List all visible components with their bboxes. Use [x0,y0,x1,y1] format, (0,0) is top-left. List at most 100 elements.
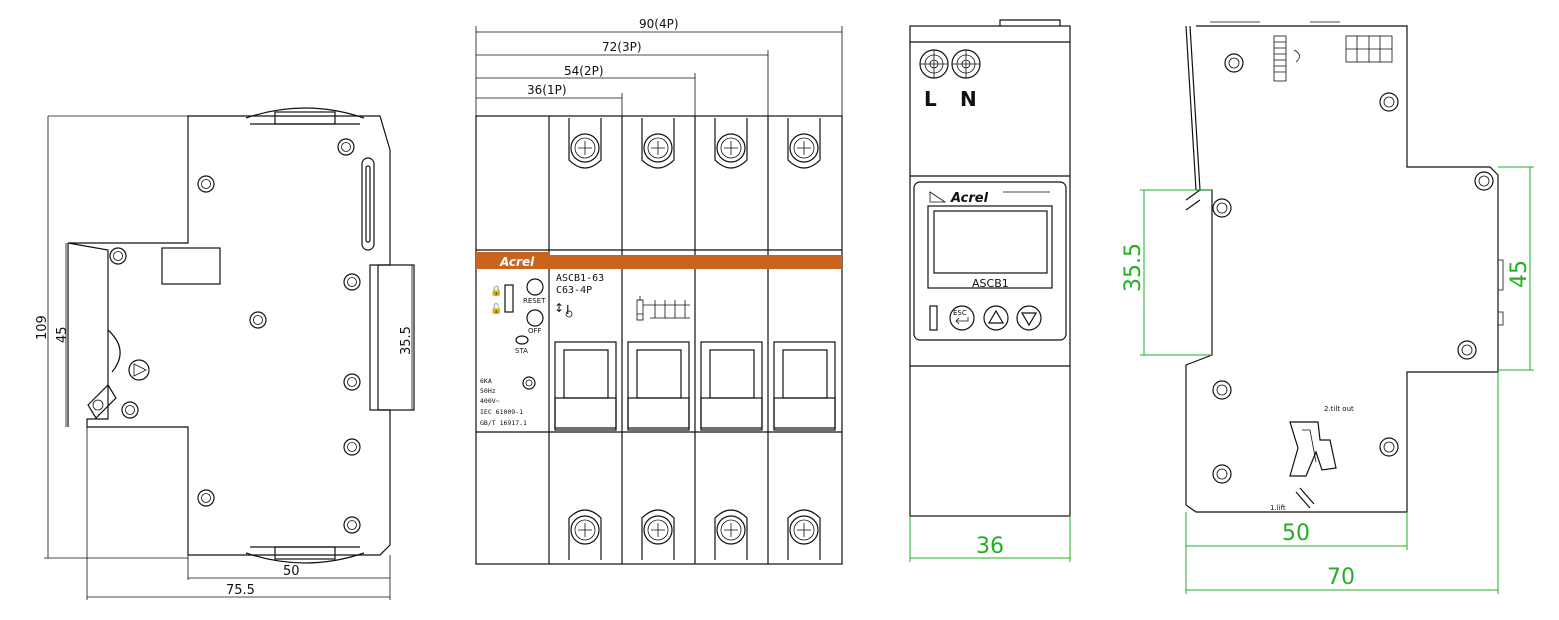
side-dim-50-label: 50 [283,564,300,579]
front-handles [554,341,836,431]
module-dim-36 [909,516,1071,562]
side-holes [109,138,361,534]
module-brand-logo: Acrel [950,191,989,206]
back-dim-35-5-label: 35.5 [1121,243,1146,292]
back-side-notches [1498,259,1504,326]
cert-mark [522,376,536,390]
back-strip-mark [1273,35,1300,82]
module-dividers [910,41,1070,367]
back-view: 2.tilt out 1.lift 35.5 45 50 70 [1121,21,1534,594]
front-body [475,115,843,565]
front-dim-3p [476,50,769,116]
back-dim-35-5 [1140,189,1212,356]
tilt-out-label: 2.tilt out [1324,405,1354,413]
side-dim-109-label: 109 [35,315,50,340]
front-orange-stripe [549,255,842,269]
spec-line: IEC 61009-1 [480,408,523,416]
side-dim-50 [187,555,391,600]
front-pole-dividers [548,116,769,564]
side-dim-75-5-label: 75.5 [226,583,255,598]
module-dim-36-label: 36 [976,534,1004,559]
screwdriver-icon [1295,487,1315,509]
terminal-l-label: L [924,87,937,111]
front-view: Acrel ASCB1-63 C63-4P ↕ I 🔒 🔓 RESET [475,17,843,565]
svg-text:↕: ↕ [554,301,564,315]
side-slot-inner [365,165,371,243]
side-rect [161,247,221,285]
spec-line: 50Hz [480,387,496,395]
side-dim-109 [44,115,188,559]
front-dim-2p-label: 54(2P) [564,64,604,78]
down-triangle-icon [1020,312,1038,327]
side-top-latch [274,111,336,125]
terminal-n-screw [951,49,981,79]
back-dim-50 [1185,512,1408,594]
spec-line: GB/T 16917.1 [480,419,527,427]
module-led-slot [929,305,938,331]
back-dim-45 [1498,166,1534,371]
back-hook [1185,189,1201,211]
up-button [983,305,1009,331]
module-screen-label: ASCB1 [972,277,1009,290]
front-dim-2p [476,73,696,116]
side-rail-clip [369,264,415,411]
front-dim-3p-label: 72(3P) [602,40,642,54]
lock-icon: 🔒 [490,285,502,297]
reset-button [526,278,544,296]
front-bottom-terminals [568,509,821,560]
side-view: 109 45 35.5 50 75.5 [35,107,415,600]
back-label-block [1345,35,1393,63]
side-bottom-latch [274,546,336,560]
back-release-clip [1289,421,1337,477]
back-body-outline [1185,25,1499,513]
side-dim-45-label: 45 [55,326,70,343]
module-panel [913,181,1067,341]
spec-line: 6KA [480,377,492,385]
svg-text:I: I [566,303,570,317]
front-model-line2: C63-4P [556,285,592,296]
front-test-slot [504,284,514,313]
side-lever [87,384,117,419]
reset-label: RESET [523,297,546,305]
enter-icon [955,317,969,325]
back-dim-70 [1186,372,1499,594]
front-dim-1p [476,93,623,116]
front-dim-4p [475,26,843,116]
sta-indicator [515,335,529,345]
side-dim-75-5 [86,427,390,600]
up-triangle-icon [987,309,1005,324]
side-dim-35-5-label: 35.5 [399,326,414,355]
esc-button [949,305,975,331]
esc-label: ESC [953,309,967,317]
front-specs: 6KA 50Hz 400V~ IEC 61009-1 GB/T 16917.1 [480,377,527,427]
module-view: L N Acrel ASCB1 ESC 36 [909,19,1071,562]
side-curve [107,329,121,373]
back-dim-45-label: 45 [1507,260,1532,288]
down-button [1016,305,1042,331]
back-dim-70-label: 70 [1327,565,1355,590]
unlock-icon: 🔓 [490,302,502,315]
lift-label: 1.lift [1270,504,1286,512]
front-model-line1: ASCB1-63 [556,273,604,284]
front-wiring-schematic [636,296,690,321]
side-triangle-button [128,359,150,381]
side-body-outline [67,115,391,556]
front-dim-1p-label: 36(1P) [527,83,567,97]
module-body [909,25,1071,517]
side-slot [361,157,375,251]
front-dim-4p-label: 90(4P) [639,17,679,31]
terminal-n-label: N [960,87,977,111]
spec-line: 400V~ [480,397,500,405]
module-display-outer [927,205,1053,289]
back-holes [1212,53,1494,484]
front-bands [476,249,842,433]
off-label: OFF [528,327,542,335]
terminal-l-screw [919,49,949,79]
module-logo-mark [929,191,1050,203]
sta-label: STA [515,347,528,355]
front-top-terminals [568,118,821,169]
back-dim-50-label: 50 [1282,521,1310,546]
front-brand-band [476,252,549,269]
module-top-tab [999,19,1061,26]
